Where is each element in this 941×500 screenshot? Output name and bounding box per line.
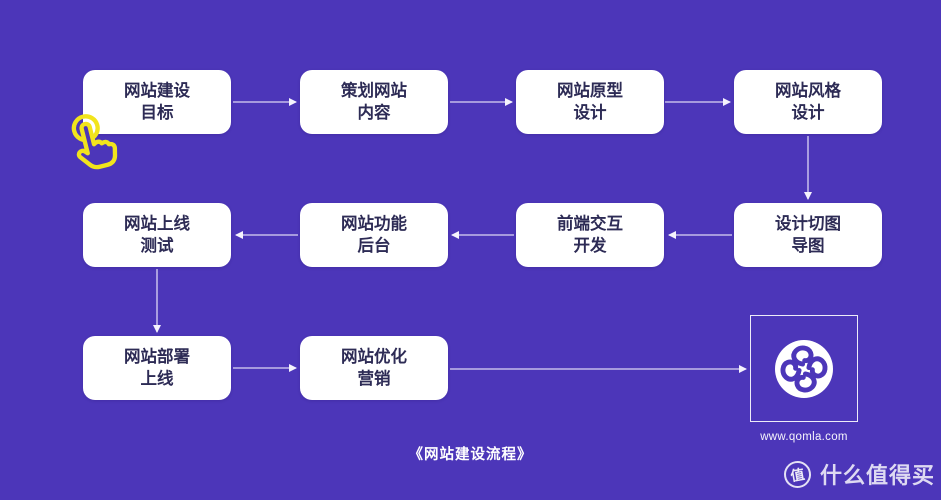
node-label-line: 后台 (357, 237, 391, 255)
node-label-line: 设计 (573, 104, 607, 122)
logo-frame (750, 315, 858, 422)
node-label-line: 策划网站 (341, 82, 407, 100)
node-label-line: 开发 (573, 237, 607, 255)
node-label-line: 网站优化 (341, 348, 407, 366)
logo-circle (775, 339, 833, 398)
node-plan-content: 策划网站 内容 (300, 70, 448, 134)
qomla-clover-logo-icon (780, 345, 828, 392)
node-label-line: 目标 (140, 104, 174, 122)
node-label-line: 测试 (140, 237, 174, 255)
node-prototype-design: 网站原型 设计 (516, 70, 664, 134)
node-deploy-launch: 网站部署 上线 (83, 336, 231, 400)
node-launch-testing: 网站上线 测试 (83, 203, 231, 267)
node-label-line: 导图 (791, 237, 825, 255)
node-label-line: 网站原型 (557, 82, 623, 100)
node-backend-functions: 网站功能 后台 (300, 203, 448, 267)
node-label-line: 设计切图 (775, 215, 841, 233)
smzdm-badge-icon: 值 (781, 458, 814, 490)
node-label-line: 营销 (357, 370, 391, 388)
tap-hand-icon (71, 114, 118, 170)
node-label-line: 网站建设 (124, 82, 190, 100)
smzdm-watermark-text: 什么值得买 (819, 463, 935, 488)
node-label-line: 网站功能 (341, 215, 407, 233)
node-frontend-dev: 前端交互 开发 (516, 203, 664, 267)
node-label-line: 前端交互 (557, 215, 623, 233)
smzdm-badge-char: 值 (789, 464, 806, 484)
node-optimize-marketing: 网站优化 营销 (300, 336, 448, 400)
node-label-line: 网站上线 (124, 215, 190, 233)
node-label-line: 内容 (357, 104, 391, 122)
diagram-caption: 《网站建设流程》 (408, 447, 533, 463)
node-label-line: 设计 (791, 104, 825, 122)
node-style-design: 网站风格 设计 (734, 70, 882, 134)
node-label-line: 上线 (140, 370, 174, 388)
node-design-slicing: 设计切图 导图 (734, 203, 882, 267)
node-website-goal: 网站建设 目标 (83, 70, 231, 134)
logo-url-text: www.qomla.com (760, 431, 848, 443)
node-label-line: 网站部署 (124, 348, 190, 366)
node-label-line: 网站风格 (775, 82, 841, 100)
smzdm-watermark: 值 什么值得买 (781, 458, 935, 490)
